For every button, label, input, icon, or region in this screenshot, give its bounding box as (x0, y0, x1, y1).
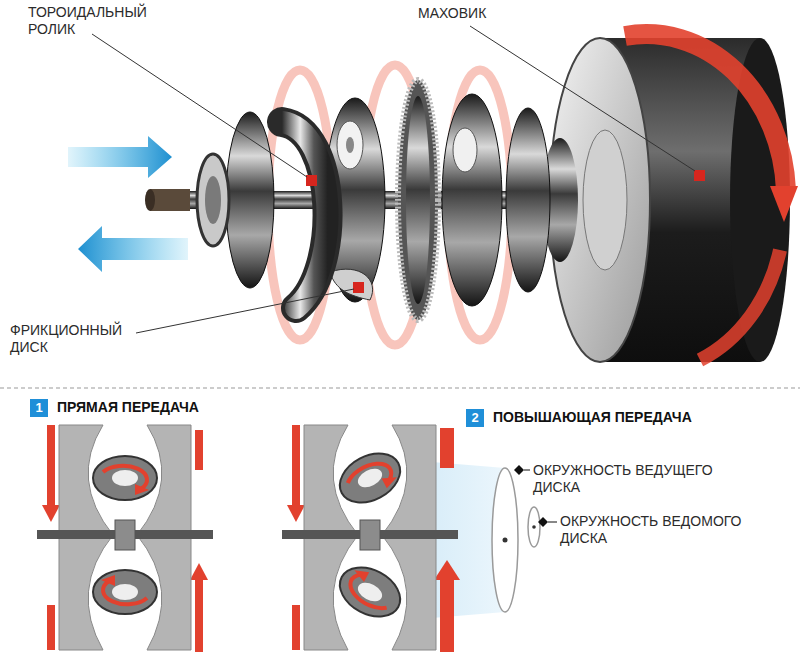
rotation-arrow (103, 466, 147, 489)
marker (306, 175, 317, 186)
arrowhead (382, 472, 400, 488)
roller (93, 456, 157, 500)
roller-body (331, 558, 408, 627)
drive-circle (492, 468, 518, 612)
callout-number: 2 (466, 409, 484, 427)
roller-hub (112, 470, 138, 486)
roller (453, 128, 477, 172)
rotation-arrow (345, 572, 395, 613)
rotation-band (47, 605, 55, 650)
arrowhead (287, 505, 305, 522)
spline-shaft (150, 189, 190, 211)
part-label: МАХОВИК (418, 5, 568, 22)
direct-drive-diagram (37, 425, 213, 652)
toroidal-roller (282, 122, 328, 308)
gear-ring (398, 80, 438, 320)
circle-label: ОКРУЖНОСТЬ ВЕДУЩЕГО ДИСКА (533, 462, 733, 496)
shaft-end (145, 189, 155, 211)
leader-line (524, 470, 530, 471)
part-label: ТОРОИДАЛЬНЫЙ РОЛИК (28, 4, 168, 38)
hub (115, 520, 135, 550)
friction-disc (442, 94, 502, 306)
rotation-band (195, 430, 203, 470)
center-dot (503, 538, 508, 543)
overdrive-diagram (282, 425, 460, 652)
marker (694, 170, 705, 181)
rotation-band (47, 425, 55, 505)
arrowhead (434, 560, 460, 580)
rotation-arrow (700, 250, 780, 360)
marker (353, 282, 364, 293)
roller-hub (346, 137, 354, 153)
bearing-inner (205, 176, 221, 224)
circle-label: ОКРУЖНОСТЬ ВЕДОМОГО ДИСКА (560, 513, 760, 547)
rotation-band (292, 605, 300, 650)
rotation-arrow (345, 457, 395, 498)
marker-diamond (514, 465, 524, 475)
leader-line (136, 289, 354, 333)
callout-text: 2 (471, 410, 478, 426)
part-label: ФРИКЦИОННЫЙ ДИСК (10, 322, 150, 356)
callout-number: 1 (30, 399, 48, 417)
roller-body (331, 444, 408, 513)
rotation-band (440, 580, 454, 652)
leader-line (470, 26, 695, 171)
roller (331, 444, 408, 513)
arrowhead (770, 186, 798, 222)
separator (0, 388, 800, 389)
input-arrow (68, 136, 172, 178)
marker-diamond (538, 517, 548, 527)
roller-hub (112, 584, 138, 600)
section-heading: ПРЯМАЯ ПЕРЕДАЧА (57, 399, 199, 416)
callout-text: 1 (35, 400, 42, 416)
leader-line (548, 522, 557, 523)
roller-body (93, 456, 157, 500)
arrowhead (352, 566, 370, 582)
arrowhead (190, 563, 208, 580)
bearing (197, 154, 229, 246)
arrowhead (42, 505, 60, 522)
rotation-arrow (103, 581, 147, 604)
driven-circle (528, 507, 540, 547)
rotation-band (440, 428, 454, 468)
leader-line (92, 34, 307, 177)
output-arrow (78, 226, 188, 272)
roller (93, 570, 157, 614)
rotation-band (195, 580, 203, 652)
roller (330, 269, 373, 300)
flywheel-hub (583, 130, 627, 270)
disc (506, 108, 550, 292)
gear-disc (406, 96, 430, 304)
rotation-arrow (625, 34, 786, 190)
roller (331, 558, 408, 627)
hub (360, 520, 380, 550)
center-dot (532, 525, 536, 529)
roller (337, 121, 363, 169)
arrowhead (135, 484, 149, 495)
input-disc (226, 112, 274, 288)
toroidal-roller (282, 122, 328, 308)
section-heading: ПОВЫШАЮЩАЯ ПЕРЕДАЧА (493, 409, 692, 426)
rotation-band (292, 425, 300, 505)
roller-body (93, 570, 157, 614)
arrowhead (101, 575, 115, 586)
